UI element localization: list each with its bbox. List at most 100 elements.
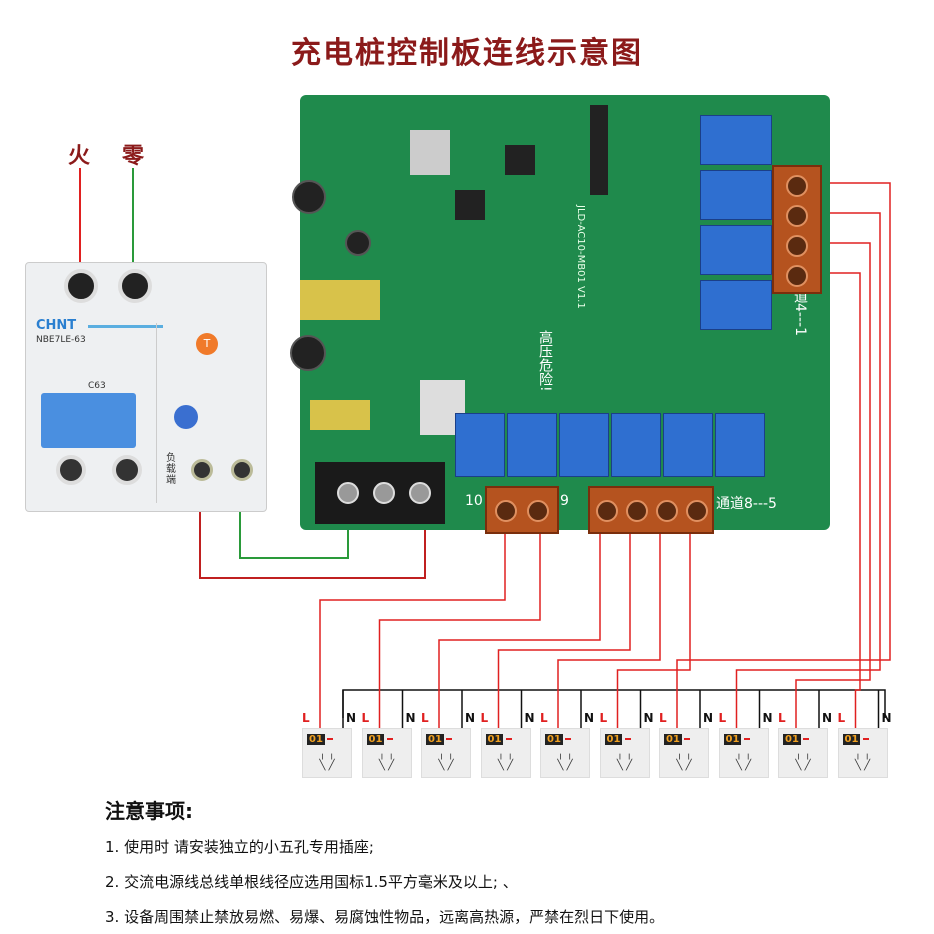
live-wire (735, 212, 881, 728)
terminal-block-ch1-4 (772, 165, 822, 294)
live-terminal-label: L (361, 711, 370, 725)
diagram-title: 充电桩控制板连线示意图 (291, 36, 643, 71)
neutral-terminal-label: N (346, 711, 357, 725)
notes-heading: 注意事项: (105, 799, 193, 823)
live-terminal-label: L (778, 711, 786, 725)
breaker-model: NBE7LE-63 (36, 335, 86, 345)
live-wire (378, 530, 541, 728)
socket-holes-icon: ╷ ╷╲ ╱ (438, 749, 454, 771)
input-terminal (118, 269, 152, 303)
terminal-block-ch5-8 (588, 486, 714, 534)
live-wire (795, 242, 871, 728)
reset-button[interactable] (174, 405, 198, 429)
control-board: 高压危险! JLD-AC10-MB01 V1.1 通道4---1 通道8---5… (290, 95, 830, 530)
neutral-label: 零 (122, 144, 145, 169)
power-socket: 01 ╷ ╷╲ ╱ (421, 728, 471, 778)
notes-section: 注意事项: 1. 使用时 请安装独立的小五孔专用插座; 2. 交流电源线总线单根… (105, 795, 664, 934)
relay (700, 115, 772, 165)
live-label: 火 (68, 144, 91, 169)
socket-number: 01 (485, 734, 504, 745)
neutral-terminal-label: N (881, 711, 892, 725)
power-socket: 01 ╷ ╷╲ ╱ (361, 728, 412, 778)
power-socket: 01 ╷ ╷╲ ╱ (718, 728, 769, 778)
load-side-label: 负载端 (166, 453, 176, 486)
socket-number: 01 (545, 734, 563, 745)
load-terminal (191, 459, 213, 481)
relay (455, 413, 505, 477)
socket-holes-icon: ╷ ╷╲ ╱ (319, 749, 335, 771)
leakage-breaker: CHNT NBE7LE-63 C63 T 负载端 (25, 262, 267, 512)
socket-number: 01 (723, 734, 742, 745)
live-terminal-label: L (659, 711, 667, 725)
neutral-terminal-label: N (643, 711, 654, 725)
neutral-terminal-label: N (584, 711, 595, 725)
relay (700, 280, 772, 330)
live-terminal-label: L (718, 711, 727, 725)
socket-holes-icon: ╷ ╷╲ ╱ (854, 749, 871, 771)
note-item: 3. 设备周围禁止禁放易燃、易爆、易腐蚀性物品，远离高热源，严禁在烈日下使用。 (105, 908, 665, 926)
power-socket: 01 ╷ ╷╲ ╱ (302, 728, 352, 778)
socket-holes-icon: ╷ ╷╲ ╱ (795, 749, 811, 771)
relay (611, 413, 661, 477)
live-terminal-label: L (302, 711, 310, 725)
breaker-switch[interactable] (41, 393, 136, 448)
power-input-terminal (315, 462, 445, 524)
power-socket: 01 ╷ ╷╲ ╱ (540, 728, 590, 778)
power-socket: 01 ╷ ╷╲ ╱ (837, 728, 888, 778)
socket-number: 01 (366, 734, 385, 745)
live-wire (497, 530, 631, 728)
input-terminal (64, 269, 98, 303)
neutral-terminal-label: N (405, 711, 416, 725)
relay (507, 413, 557, 477)
live-terminal-label: L (837, 711, 846, 725)
live-wire (319, 530, 506, 728)
relay (700, 225, 772, 275)
test-button[interactable]: T (196, 333, 218, 355)
socket-number: 01 (842, 734, 861, 745)
breaker-brand: CHNT (36, 318, 77, 333)
live-terminal-label: L (480, 711, 489, 725)
socket-number: 01 (604, 734, 623, 745)
relay (559, 413, 609, 477)
socket-number: 01 (426, 734, 444, 745)
socket-number: 01 (783, 734, 801, 745)
live-wire (676, 182, 891, 728)
note-item: 2. 交流电源线总线单根线径应选用国标1.5平方毫米及以上; 、 (105, 873, 518, 891)
channel-label-9: 9 (560, 493, 569, 509)
socket-holes-icon: ╷ ╷╲ ╱ (735, 749, 752, 771)
neutral-feed-wire (239, 470, 349, 559)
load-terminal (231, 459, 253, 481)
note-item: 1. 使用时 请安装独立的小五孔专用插座; (105, 838, 374, 856)
neutral-terminal-label: N (703, 711, 714, 725)
live-terminal-label: L (540, 711, 548, 725)
live-terminal-label: L (599, 711, 608, 725)
board-model: JLD-AC10-MB01 V1.1 (575, 205, 586, 309)
power-socket: 01 ╷ ╷╲ ╱ (659, 728, 709, 778)
live-wire (818, 272, 861, 728)
live-wire (438, 530, 601, 728)
output-terminal (112, 455, 142, 485)
socket-holes-icon: ╷ ╷╲ ╱ (378, 749, 395, 771)
neutral-terminal-label: N (822, 711, 833, 725)
live-terminal-label: L (421, 711, 429, 725)
power-socket: 01 ╷ ╷╲ ╱ (599, 728, 650, 778)
socket-holes-icon: ╷ ╷╲ ╱ (557, 749, 573, 771)
output-terminal (56, 455, 86, 485)
live-wire (616, 530, 691, 728)
socket-holes-icon: ╷ ╷╲ ╱ (616, 749, 633, 771)
neutral-terminal-label: N (465, 711, 476, 725)
power-socket: 01╷ ╷╲ ╱ (480, 728, 531, 778)
relay (715, 413, 765, 477)
channel-label-5-8: 通道8---5 (716, 496, 777, 512)
terminal-block-ch9-10 (485, 486, 559, 534)
relay (663, 413, 713, 477)
socket-number: 01 (664, 734, 682, 745)
socket-number: 01 (307, 734, 325, 745)
live-wire (557, 530, 661, 728)
neutral-terminal-label: N (524, 711, 535, 725)
relay (700, 170, 772, 220)
socket-holes-icon: ╷ ╷╲ ╱ (676, 749, 692, 771)
breaker-rating: C63 (88, 381, 106, 391)
